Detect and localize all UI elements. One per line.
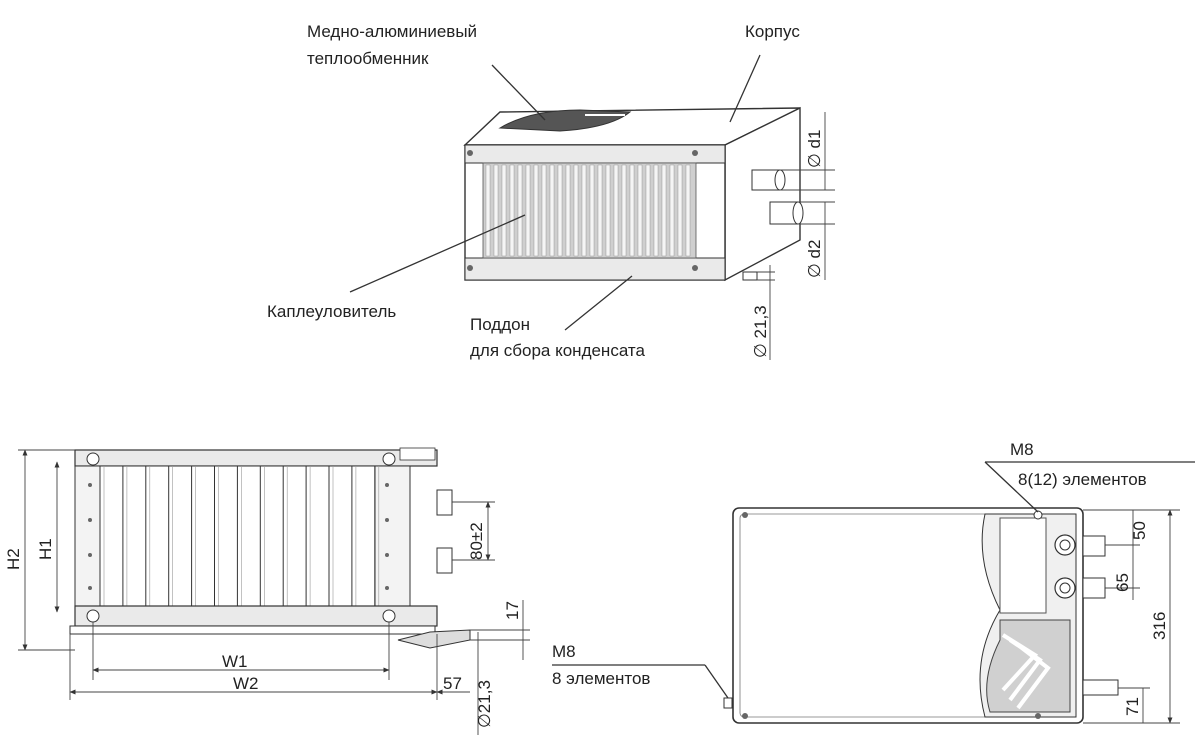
label-heat-exchanger-l1: Медно-алюминиевый (307, 22, 477, 41)
droplet-catcher-fins (482, 162, 697, 259)
dim-drain-height: 17 (503, 601, 522, 620)
leader-droplet-catcher (349, 214, 526, 293)
label-m8-bottom-l1: M8 (552, 642, 576, 661)
dim-h1: H1 (36, 538, 55, 560)
dim-d2: ∅ d2 (805, 240, 824, 278)
front-view: H2 H1 80±2 17 ∅21,3 W1 W2 57 (4, 447, 530, 735)
dim-d1: ∅ d1 (805, 130, 824, 168)
condensate-tray (464, 257, 726, 281)
dim-316: 316 (1150, 612, 1169, 640)
dim-w1: W1 (222, 652, 248, 671)
label-heat-exchanger-l2: теплообменник (307, 49, 429, 68)
pipe-d2 (769, 201, 804, 225)
side-view: 50 65 316 71 M8 8(12) элементов M8 8 эле… (552, 440, 1195, 724)
drain-pipe (742, 271, 758, 281)
front-fins (99, 466, 380, 606)
leader-tray (564, 275, 633, 331)
leader-heat-exchanger (491, 64, 546, 121)
label-m8-bottom-l2: 8 элементов (552, 669, 650, 688)
label-m8-top-l2: 8(12) элементов (1018, 470, 1147, 489)
dim-65: 65 (1113, 573, 1132, 592)
label-droplet-catcher: Каплеуловитель (267, 302, 396, 321)
dim-pipe-spacing: 80±2 (467, 522, 486, 560)
label-tray-l1: Поддон (470, 315, 530, 334)
dim-50: 50 (1130, 521, 1149, 540)
dim-offset-57: 57 (443, 674, 462, 693)
isometric-view: ∅ d1 ∅ d2 ∅ 21,3 Медно-алюминиевый тепло… (267, 22, 835, 360)
dim-w2: W2 (233, 674, 259, 693)
dim-drain-diam: ∅21,3 (475, 680, 494, 728)
dim-71: 71 (1123, 697, 1142, 716)
label-housing: Корпус (745, 22, 800, 41)
dim-drain-top: ∅ 21,3 (751, 305, 770, 358)
pipe-d1 (751, 169, 786, 191)
dim-h2: H2 (4, 548, 23, 570)
label-m8-top-l1: M8 (1010, 440, 1034, 459)
leader-housing (729, 54, 761, 123)
label-tray-l2: для сбора конденсата (470, 341, 646, 360)
